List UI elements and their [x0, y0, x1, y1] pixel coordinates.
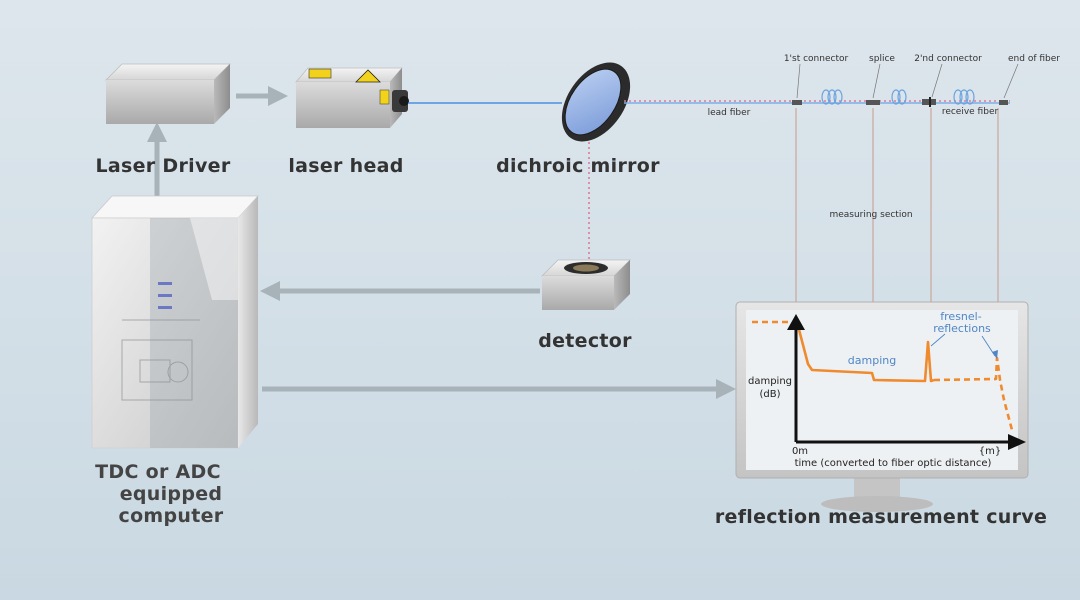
- fresnel-pointer-1: [930, 333, 946, 347]
- computer-internals: [121, 319, 200, 401]
- driver-to-head-arrow: [236, 86, 288, 106]
- damping-annotation: damping: [848, 354, 896, 367]
- fiber-coil-3: [953, 89, 975, 105]
- laser-driver-label: Laser Driver: [95, 155, 230, 177]
- fiber-callout-leaders: [796, 63, 1019, 99]
- fresnel-pointer-arrowhead: [992, 350, 998, 359]
- dichroic-mirror-device: [561, 62, 631, 142]
- fiber-coil-1: [821, 89, 843, 105]
- computer-label-line2: equipped: [120, 483, 223, 505]
- optical-fiber: [624, 89, 1010, 107]
- first-connector-marker: [792, 100, 802, 105]
- x-axis-start-label: 0m: [792, 446, 808, 457]
- computer-status-leds: [158, 282, 172, 309]
- detector-device: [541, 259, 631, 310]
- measuring-section-label: measuring section: [829, 210, 912, 220]
- x-axis-arrowhead: [1008, 434, 1026, 450]
- first-connector-label: 1'st connector: [784, 54, 849, 64]
- curve-dashed-end: [933, 356, 1014, 431]
- computer-label-line3: computer: [119, 505, 224, 527]
- curve-solid-segment: [795, 321, 935, 383]
- fresnel-annotation-line1: fresnel-: [940, 310, 981, 323]
- laser-driver-box: [105, 63, 231, 124]
- x-axis-label: time (converted to fiber optic distance): [795, 458, 992, 469]
- position-reference-lines: [795, 108, 999, 315]
- curve-caption: reflection measurement curve: [715, 506, 1047, 528]
- laser-head-device: [295, 67, 409, 128]
- chart-curve-layer: [752, 320, 1014, 431]
- end-of-fiber-label: end of fiber: [1008, 54, 1060, 64]
- fiber-coil-2: [891, 89, 907, 105]
- laser-warning-icon: [355, 69, 381, 83]
- y-axis-label-line2: (dB): [759, 389, 780, 400]
- splice-marker: [866, 100, 880, 105]
- detector-to-computer-arrow: [260, 281, 540, 301]
- x-axis-end-label: {m}: [979, 446, 1001, 457]
- y-axis-label-line1: damping: [748, 376, 792, 387]
- splice-label: splice: [869, 54, 895, 64]
- fiber-end-marker: [999, 100, 1008, 105]
- flow-arrows: [147, 86, 736, 399]
- computer-to-driver-arrow: [147, 122, 167, 200]
- lead-fiber-label: lead fiber: [708, 108, 751, 118]
- y-axis-arrowhead: [787, 314, 805, 330]
- receive-fiber-label: receive fiber: [942, 107, 999, 117]
- fresnel-annotation-line2: reflections: [933, 322, 991, 335]
- computer-label-line1: TDC or ADC: [95, 461, 221, 483]
- warning-label: [308, 68, 332, 79]
- reflection-chart: damping (dB) 0m {m} time (converted to f…: [748, 310, 1026, 469]
- second-connector-label: 2'nd connector: [914, 54, 982, 64]
- detector-label: detector: [538, 330, 632, 352]
- laser-head-label: laser head: [288, 155, 403, 177]
- dichroic-mirror-label: dichroic mirror: [496, 155, 660, 177]
- computer-tower: [91, 195, 259, 449]
- computer-to-monitor-arrow: [262, 379, 736, 399]
